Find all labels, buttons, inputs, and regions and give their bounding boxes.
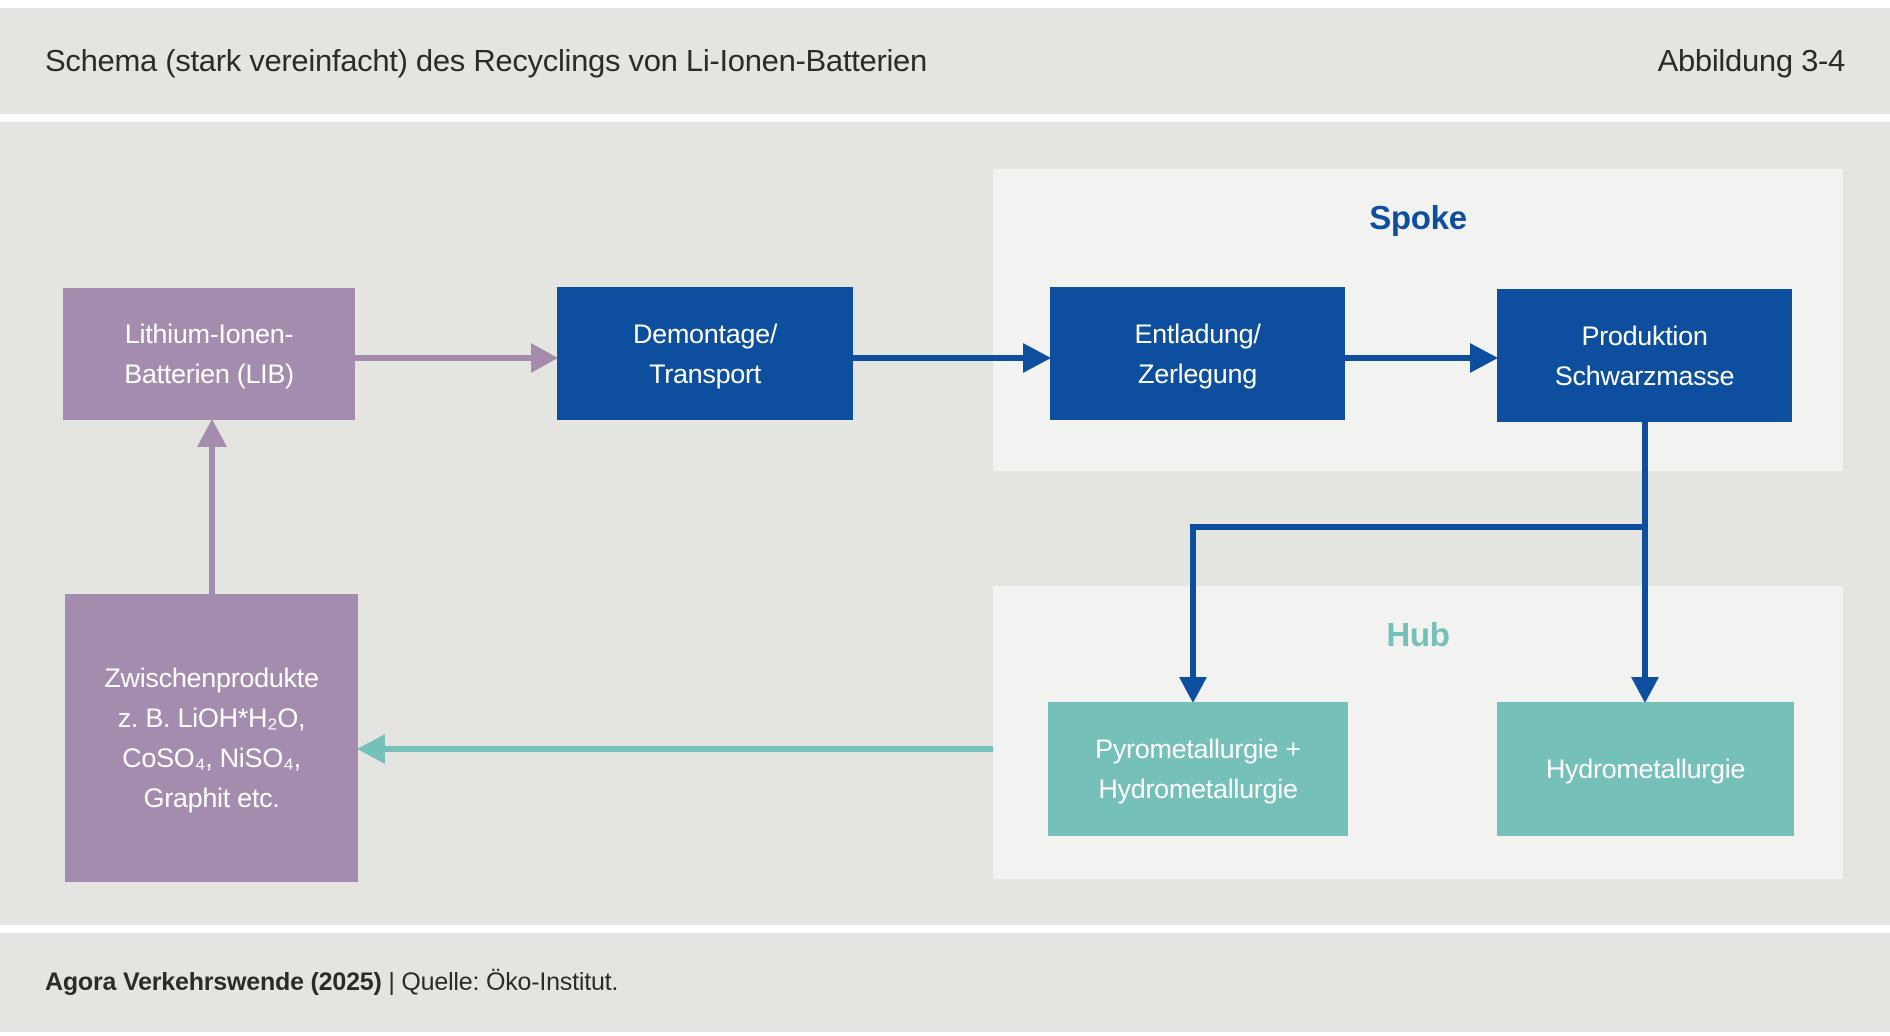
node-line: Transport	[649, 358, 761, 389]
node-line: Pyrometallurgie +	[1095, 734, 1301, 764]
source-publisher: Agora Verkehrswende (2025)	[45, 968, 389, 996]
page-title: Schema (stark vereinfacht) des Recycling…	[45, 43, 927, 78]
node-line: Batterien (LIB)	[124, 359, 294, 389]
node-line: Lithium-Ionen-	[124, 319, 294, 349]
node-demontage-transport: Demontage/ Transport	[557, 287, 853, 420]
node-line: Entladung/	[1134, 318, 1261, 349]
node-line: CoSO₄, NiSO₄,	[122, 743, 301, 773]
node-pyrometallurgie-hydrometallurgie: Pyrometallurgie + Hydrometallurgie	[1048, 702, 1348, 836]
header: Schema (stark vereinfacht) des Recycling…	[45, 8, 1845, 114]
node-zwischenprodukte: Zwischenprodukte z. B. LiOH*H₂O, CoSO₄, …	[65, 594, 358, 882]
source-reference: | Quelle: Öko-Institut.	[388, 968, 619, 996]
spoke-section-label: Spoke	[1369, 199, 1467, 236]
node-line: Hydrometallurgie	[1545, 754, 1746, 784]
node-line: Zwischenprodukte	[104, 663, 319, 693]
node-line: z. B. LiOH*H₂O,	[117, 703, 306, 733]
node-line: Hydrometallurgie	[1098, 774, 1298, 804]
source-line: Agora Verkehrswende (2025) | Quelle: Öko…	[45, 933, 1845, 1032]
node-produktion-schwarzmasse: Produktion Schwarzmasse	[1497, 289, 1792, 422]
node-line: Graphit etc.	[143, 783, 280, 813]
footer-band: Agora Verkehrswende (2025) | Quelle: Öko…	[0, 933, 1890, 1032]
node-line: Demontage/	[632, 318, 778, 349]
node-entladung-zerlegung: Entladung/ Zerlegung	[1050, 287, 1345, 420]
node-line: Schwarzmasse	[1554, 360, 1735, 391]
node-lithium-ionen-batterien: Lithium-Ionen- Batterien (LIB)	[63, 288, 355, 420]
header-band: Schema (stark vereinfacht) des Recycling…	[0, 8, 1890, 114]
node-line: Zerlegung	[1138, 358, 1257, 389]
node-line: Produktion	[1581, 320, 1708, 351]
node-hydrometallurgie: Hydrometallurgie	[1497, 702, 1794, 836]
figure-number-label: Abbildung 3-4	[1657, 43, 1846, 78]
hub-section-label: Hub	[1386, 616, 1450, 653]
